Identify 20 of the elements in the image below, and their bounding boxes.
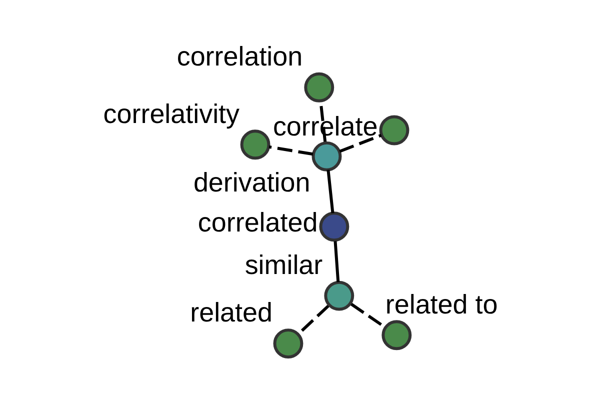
node-circle [378, 114, 409, 145]
node-circle [318, 211, 349, 242]
node-circle [324, 280, 354, 310]
connector [338, 133, 382, 152]
node-label: correlate [272, 110, 378, 141]
connector [268, 144, 313, 156]
node-label: correlated [197, 207, 318, 238]
node-circle [311, 140, 342, 171]
node-circle [240, 129, 270, 160]
node-label: correlativity [102, 98, 240, 128]
node-label: related to [384, 288, 498, 319]
connector [333, 240, 340, 282]
node-label: related [190, 297, 272, 328]
node-circle [381, 320, 412, 350]
node-label: derivation [192, 166, 310, 197]
node-label: correlation [176, 41, 302, 72]
node-label: similar [244, 249, 322, 280]
node-circle [272, 328, 303, 358]
connector [326, 169, 334, 213]
node-circle [304, 72, 334, 102]
